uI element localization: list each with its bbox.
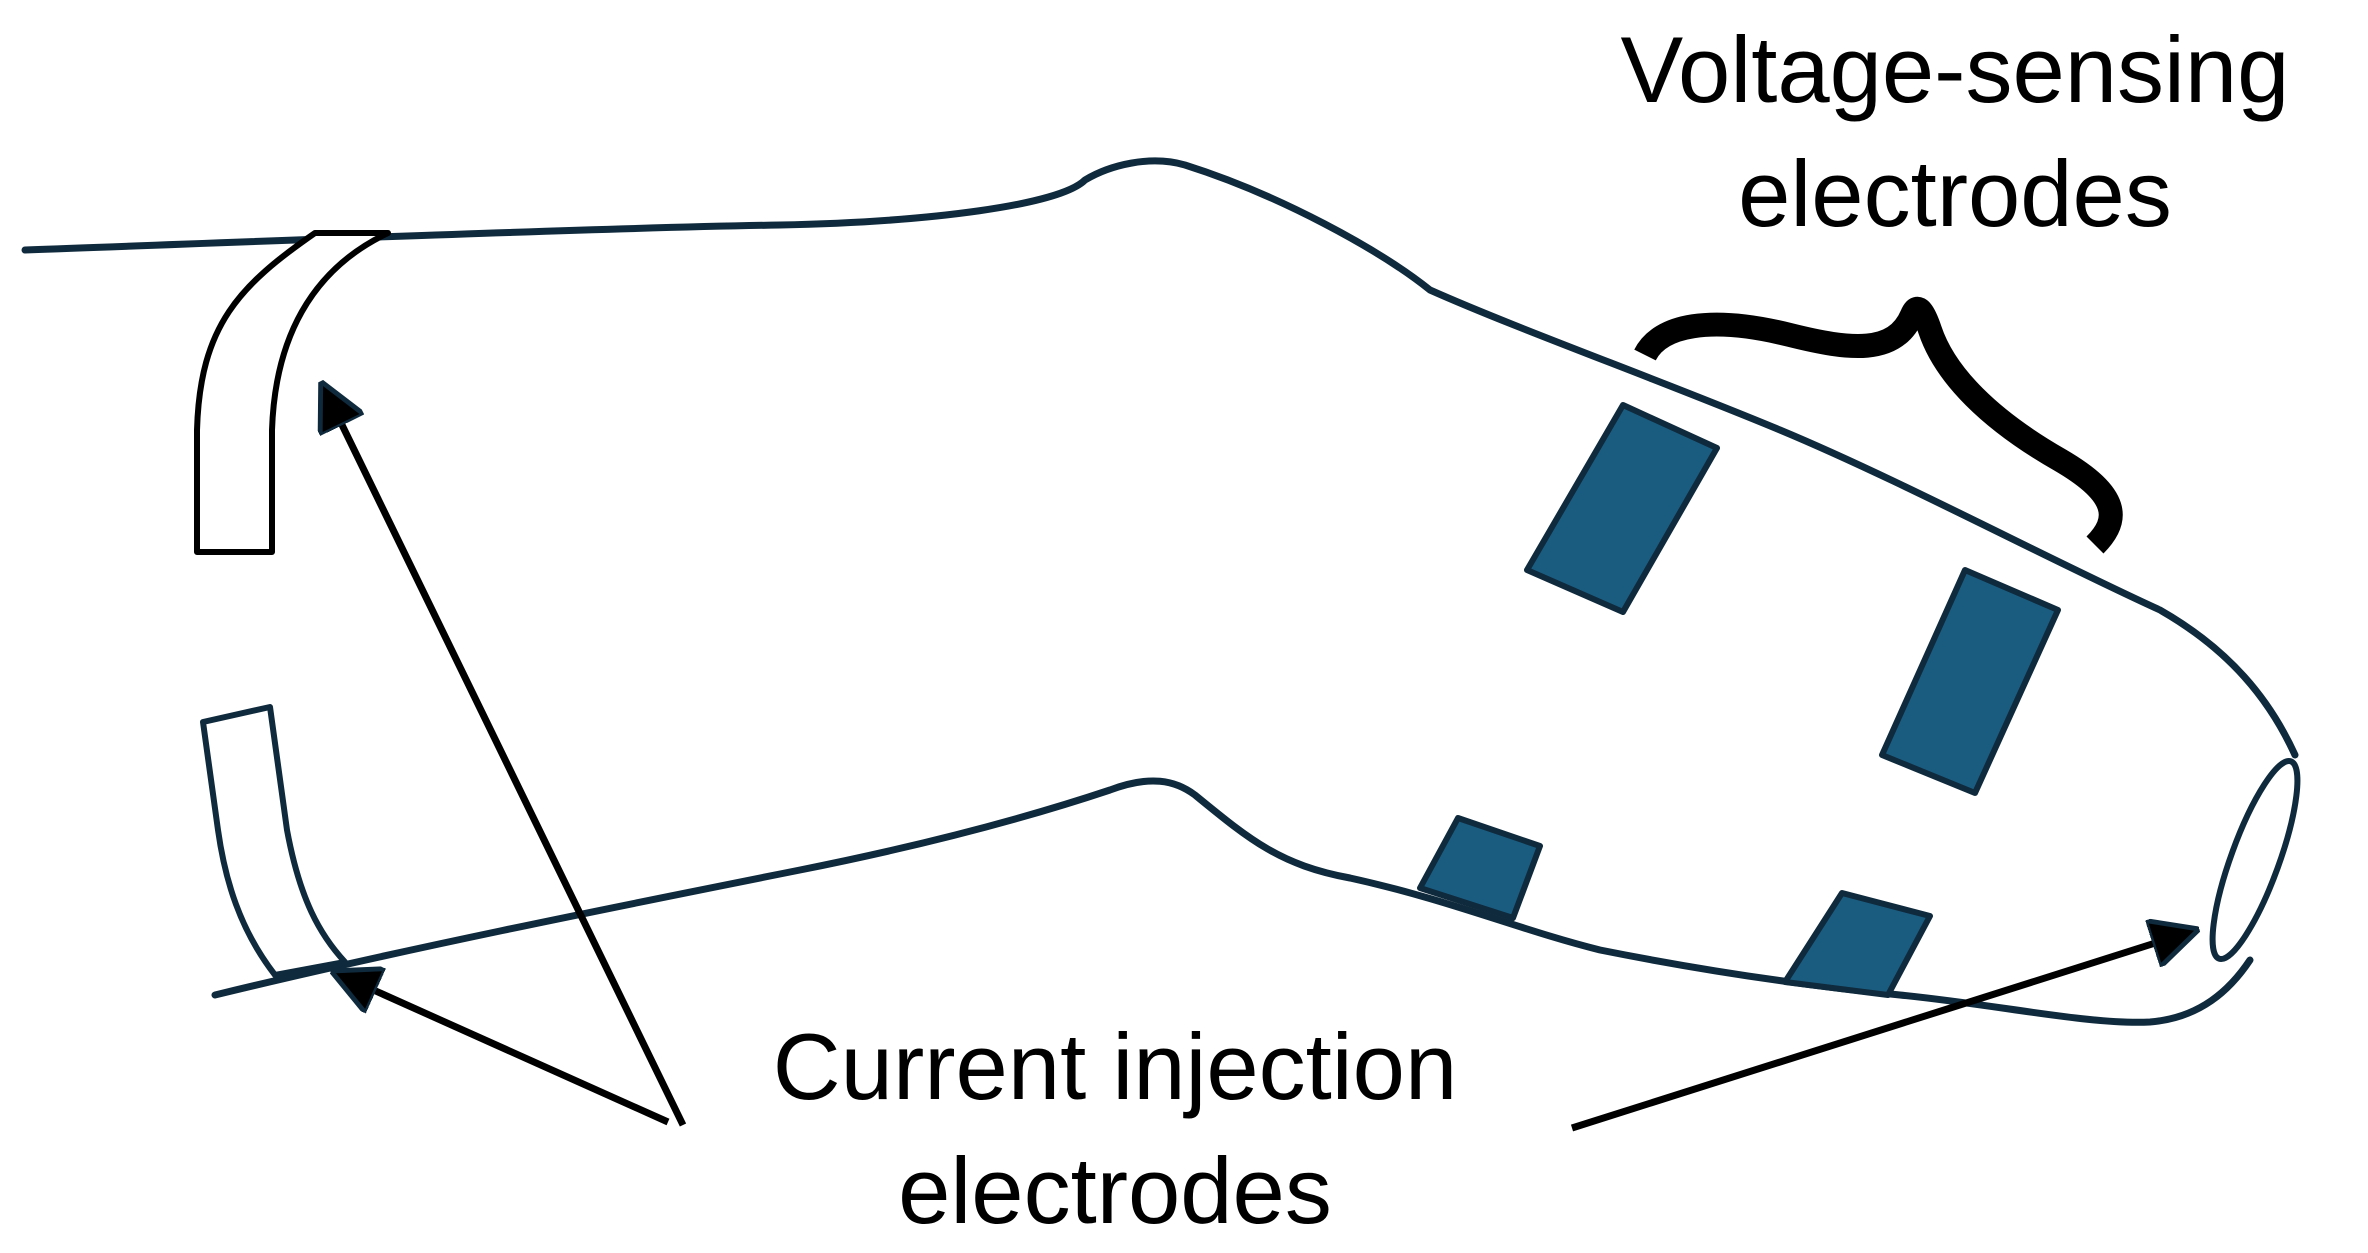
voltage-electrode-lower-2 xyxy=(1782,890,1933,998)
arrow-to-upper-band xyxy=(325,390,687,1127)
proximal-lower-band-electrode xyxy=(200,704,348,978)
proximal-upper-band-electrode xyxy=(194,230,391,555)
voltage-sensing-label: Voltage-sensing electrodes xyxy=(1560,8,2350,256)
limb-lower-outline xyxy=(211,777,2254,1026)
voltage-sensing-label-line2: electrodes xyxy=(1738,141,2172,247)
arrow-to-distal-ring xyxy=(1570,932,2190,1132)
voltage-sensing-label-line1: Voltage-sensing xyxy=(1620,17,2290,122)
voltage-electrode-upper-2 xyxy=(1879,567,2061,796)
arrow-to-lower-band xyxy=(340,975,670,1126)
voltage-electrode-lower-1 xyxy=(1417,815,1543,921)
current-injection-label-line2: electrodes xyxy=(898,1138,1332,1244)
limb-upper-outline xyxy=(21,157,2299,759)
distal-ring-electrode xyxy=(2209,757,2301,963)
voltage-sensing-brace xyxy=(1634,296,2123,554)
voltage-electrode-upper-1 xyxy=(1524,402,1720,615)
current-injection-label-line1: Current injection xyxy=(772,1014,1458,1119)
current-injection-label: Current injection electrodes xyxy=(690,1005,1540,1253)
